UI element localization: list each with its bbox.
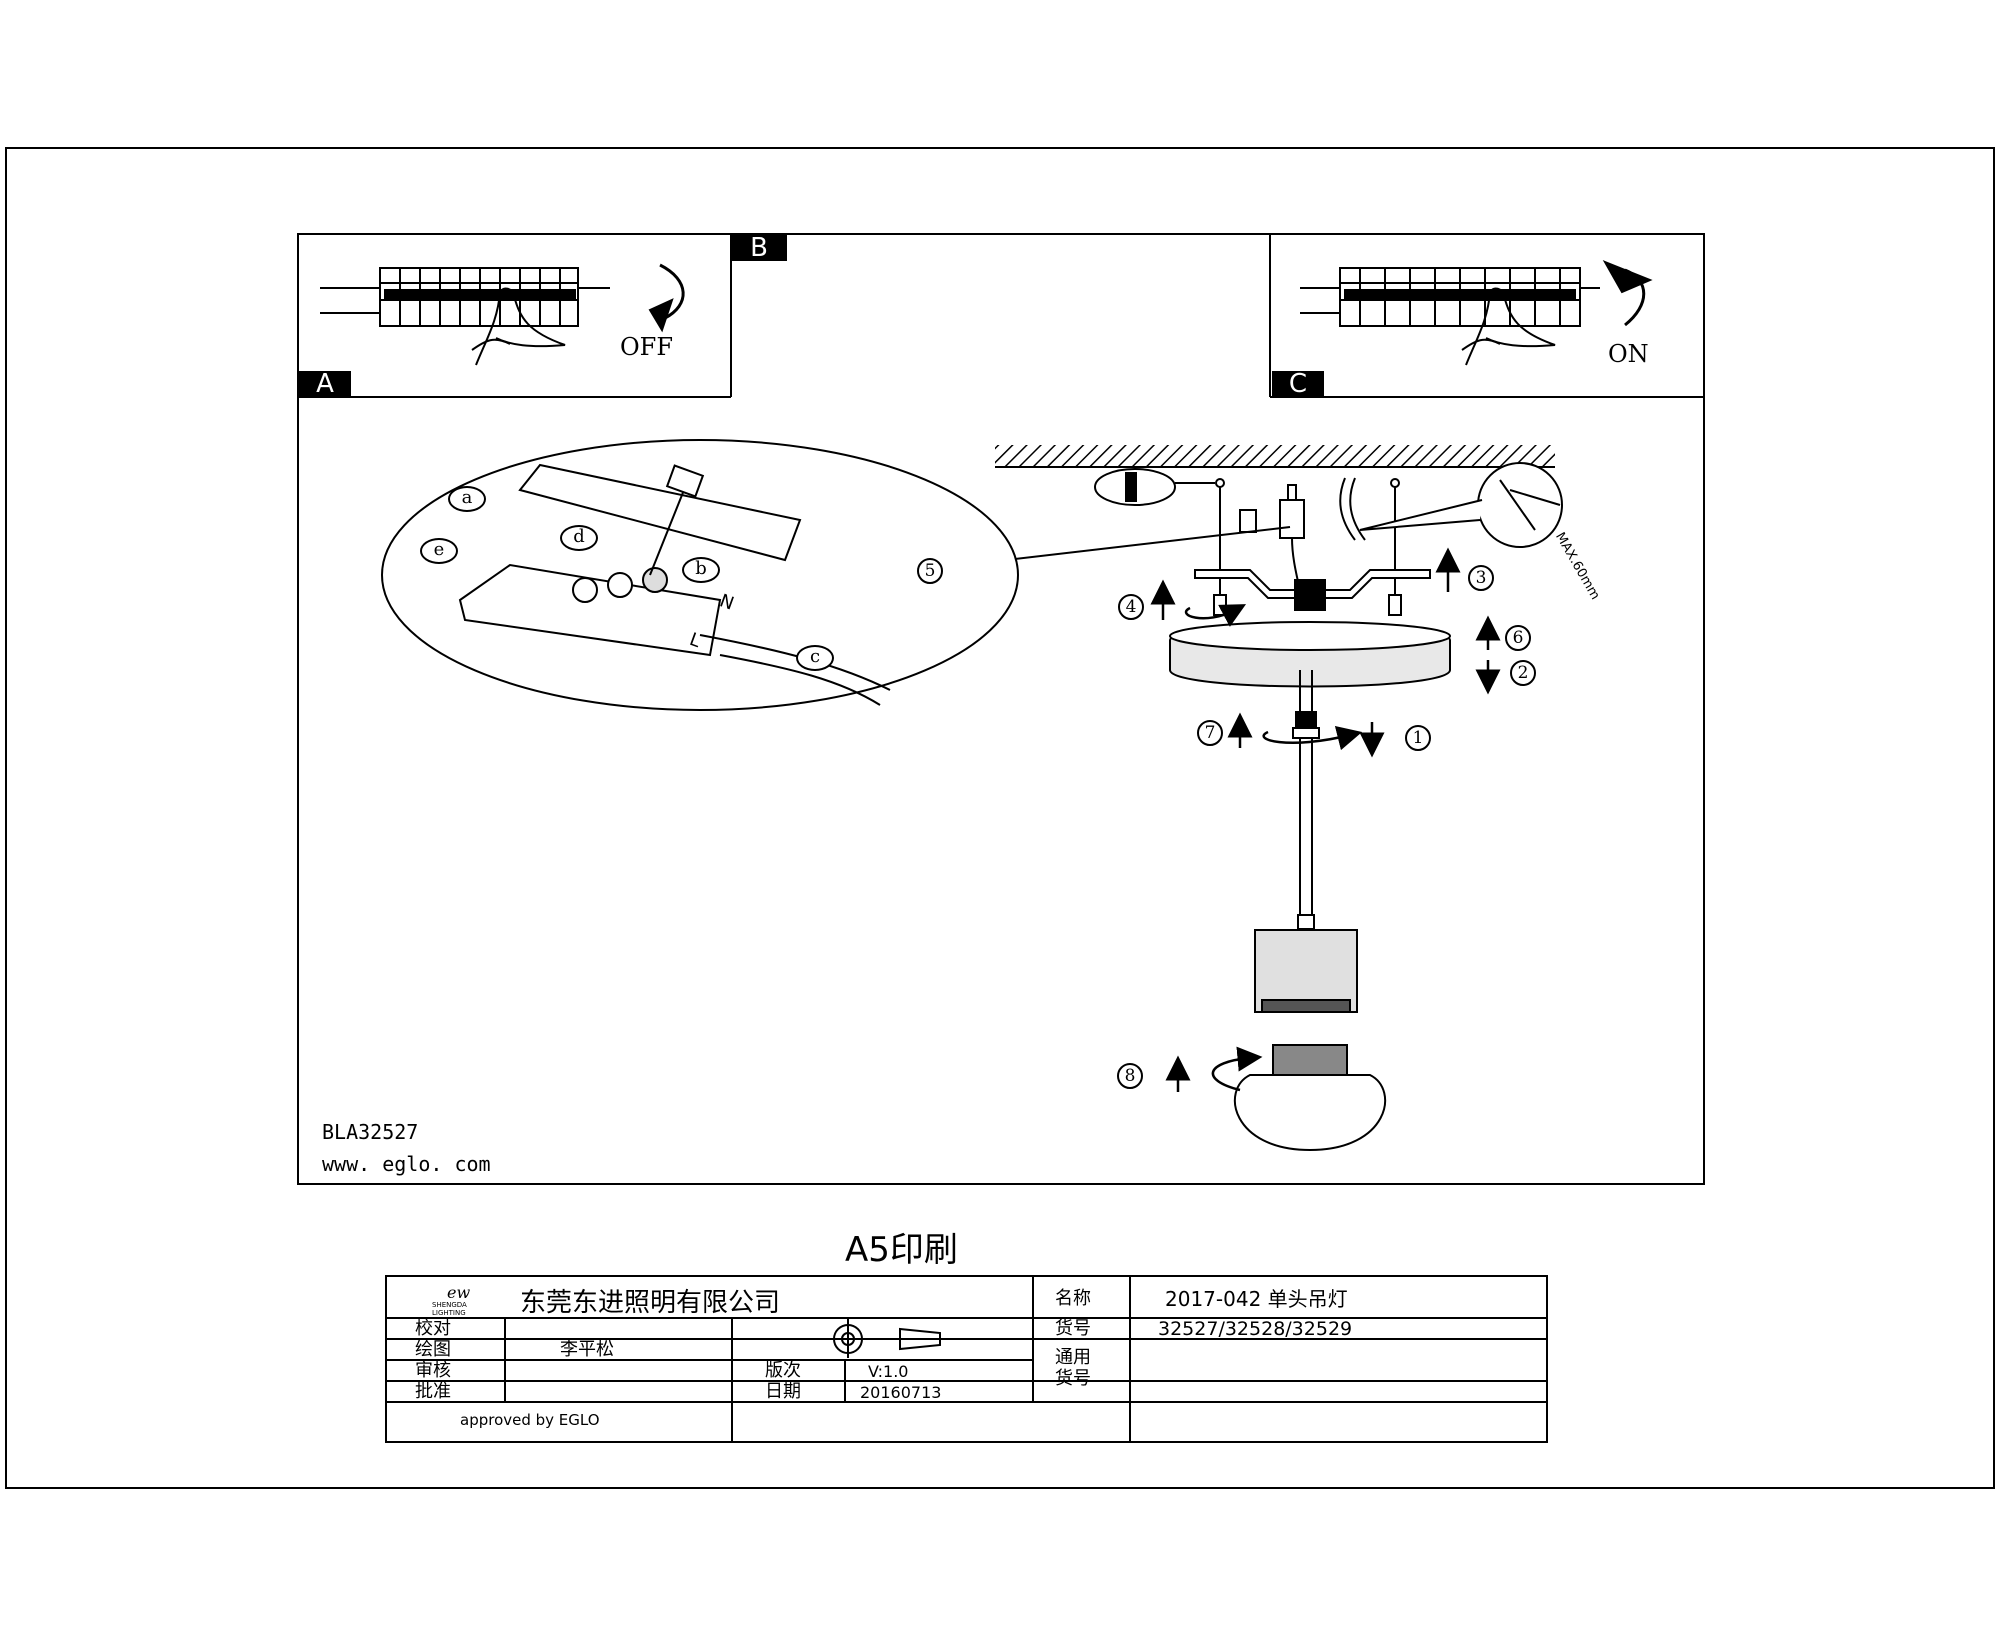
canopy [1169,621,1451,688]
panel-a-tag: A [299,369,351,399]
logo-subtitle-2: LIGHTING [432,1309,466,1317]
draw-label: 绘图 [415,1339,451,1360]
panel-b-tag: B [731,233,787,263]
breaker-panel-on [1300,260,1653,366]
logo-subtitle: SHENGDA [432,1301,467,1309]
review-label: 审核 [415,1360,451,1381]
detail-d-label: d [560,525,598,551]
detail-leader [979,526,1291,564]
common-item-label-2: 货号 [1055,1368,1091,1389]
name-label: 名称 [1055,1288,1091,1309]
version-label: 版次 [765,1360,801,1381]
item-numbers: 32527/32528/32529 [1158,1318,1353,1340]
step-8-label: 8 [1117,1063,1143,1089]
drawer-name: 李平松 [560,1339,614,1360]
off-label: OFF [620,333,673,361]
item-label: 货号 [1055,1318,1091,1339]
breaker-panel-off [320,263,685,366]
step-7-label: 7 [1197,720,1223,746]
pendant-cord [1292,670,1320,930]
product-name: 2017-042 单头吊灯 [1165,1287,1348,1311]
step-5-label: 5 [917,558,943,584]
logo-text: ew [447,1283,471,1302]
step-2-label: 2 [1510,660,1536,686]
bulb [1234,1044,1386,1152]
panel-c-frame [1269,233,1705,398]
cable-length-detail [1359,462,1563,548]
approved-by: approved by EGLO [460,1411,600,1429]
motion-arrows [1150,547,1501,1092]
common-item-label-1: 通用 [1055,1347,1091,1368]
ceiling-bracket [1194,569,1431,611]
ceiling-hatch [995,445,1555,467]
step-3-label: 3 [1468,565,1494,591]
detail-a-label: a [448,486,486,512]
wall-plug-detail [1094,468,1225,506]
check-label: 校对 [415,1318,451,1339]
terminal-block [1239,477,1366,601]
drawing-sheet [5,147,1995,1489]
lamp-holder [1254,929,1358,1013]
company-name: 东莞东进照明有限公司 [520,1288,781,1318]
title-block [385,1275,1548,1443]
title-block-grid [385,1275,1548,1443]
on-label: ON [1608,340,1649,368]
step-6-label: 6 [1505,625,1531,651]
step-4-label: 4 [1118,594,1144,620]
detail-c-label: c [796,645,834,671]
date-label: 日期 [765,1381,801,1402]
version-value: V:1.0 [868,1362,909,1381]
panel-c-tag: C [1272,369,1324,399]
model-number: BLA32527 [322,1120,419,1144]
detail-e-label: e [420,538,458,564]
projection-symbol [800,1318,960,1358]
approve-label: 批准 [415,1381,451,1402]
website: www. eglo. com [322,1152,491,1176]
print-size-label: A5印刷 [845,1230,958,1270]
instruction-panel [297,233,1705,1185]
detail-b-label: b [682,557,720,583]
date-value: 20160713 [860,1383,942,1402]
step-1-label: 1 [1405,725,1431,751]
